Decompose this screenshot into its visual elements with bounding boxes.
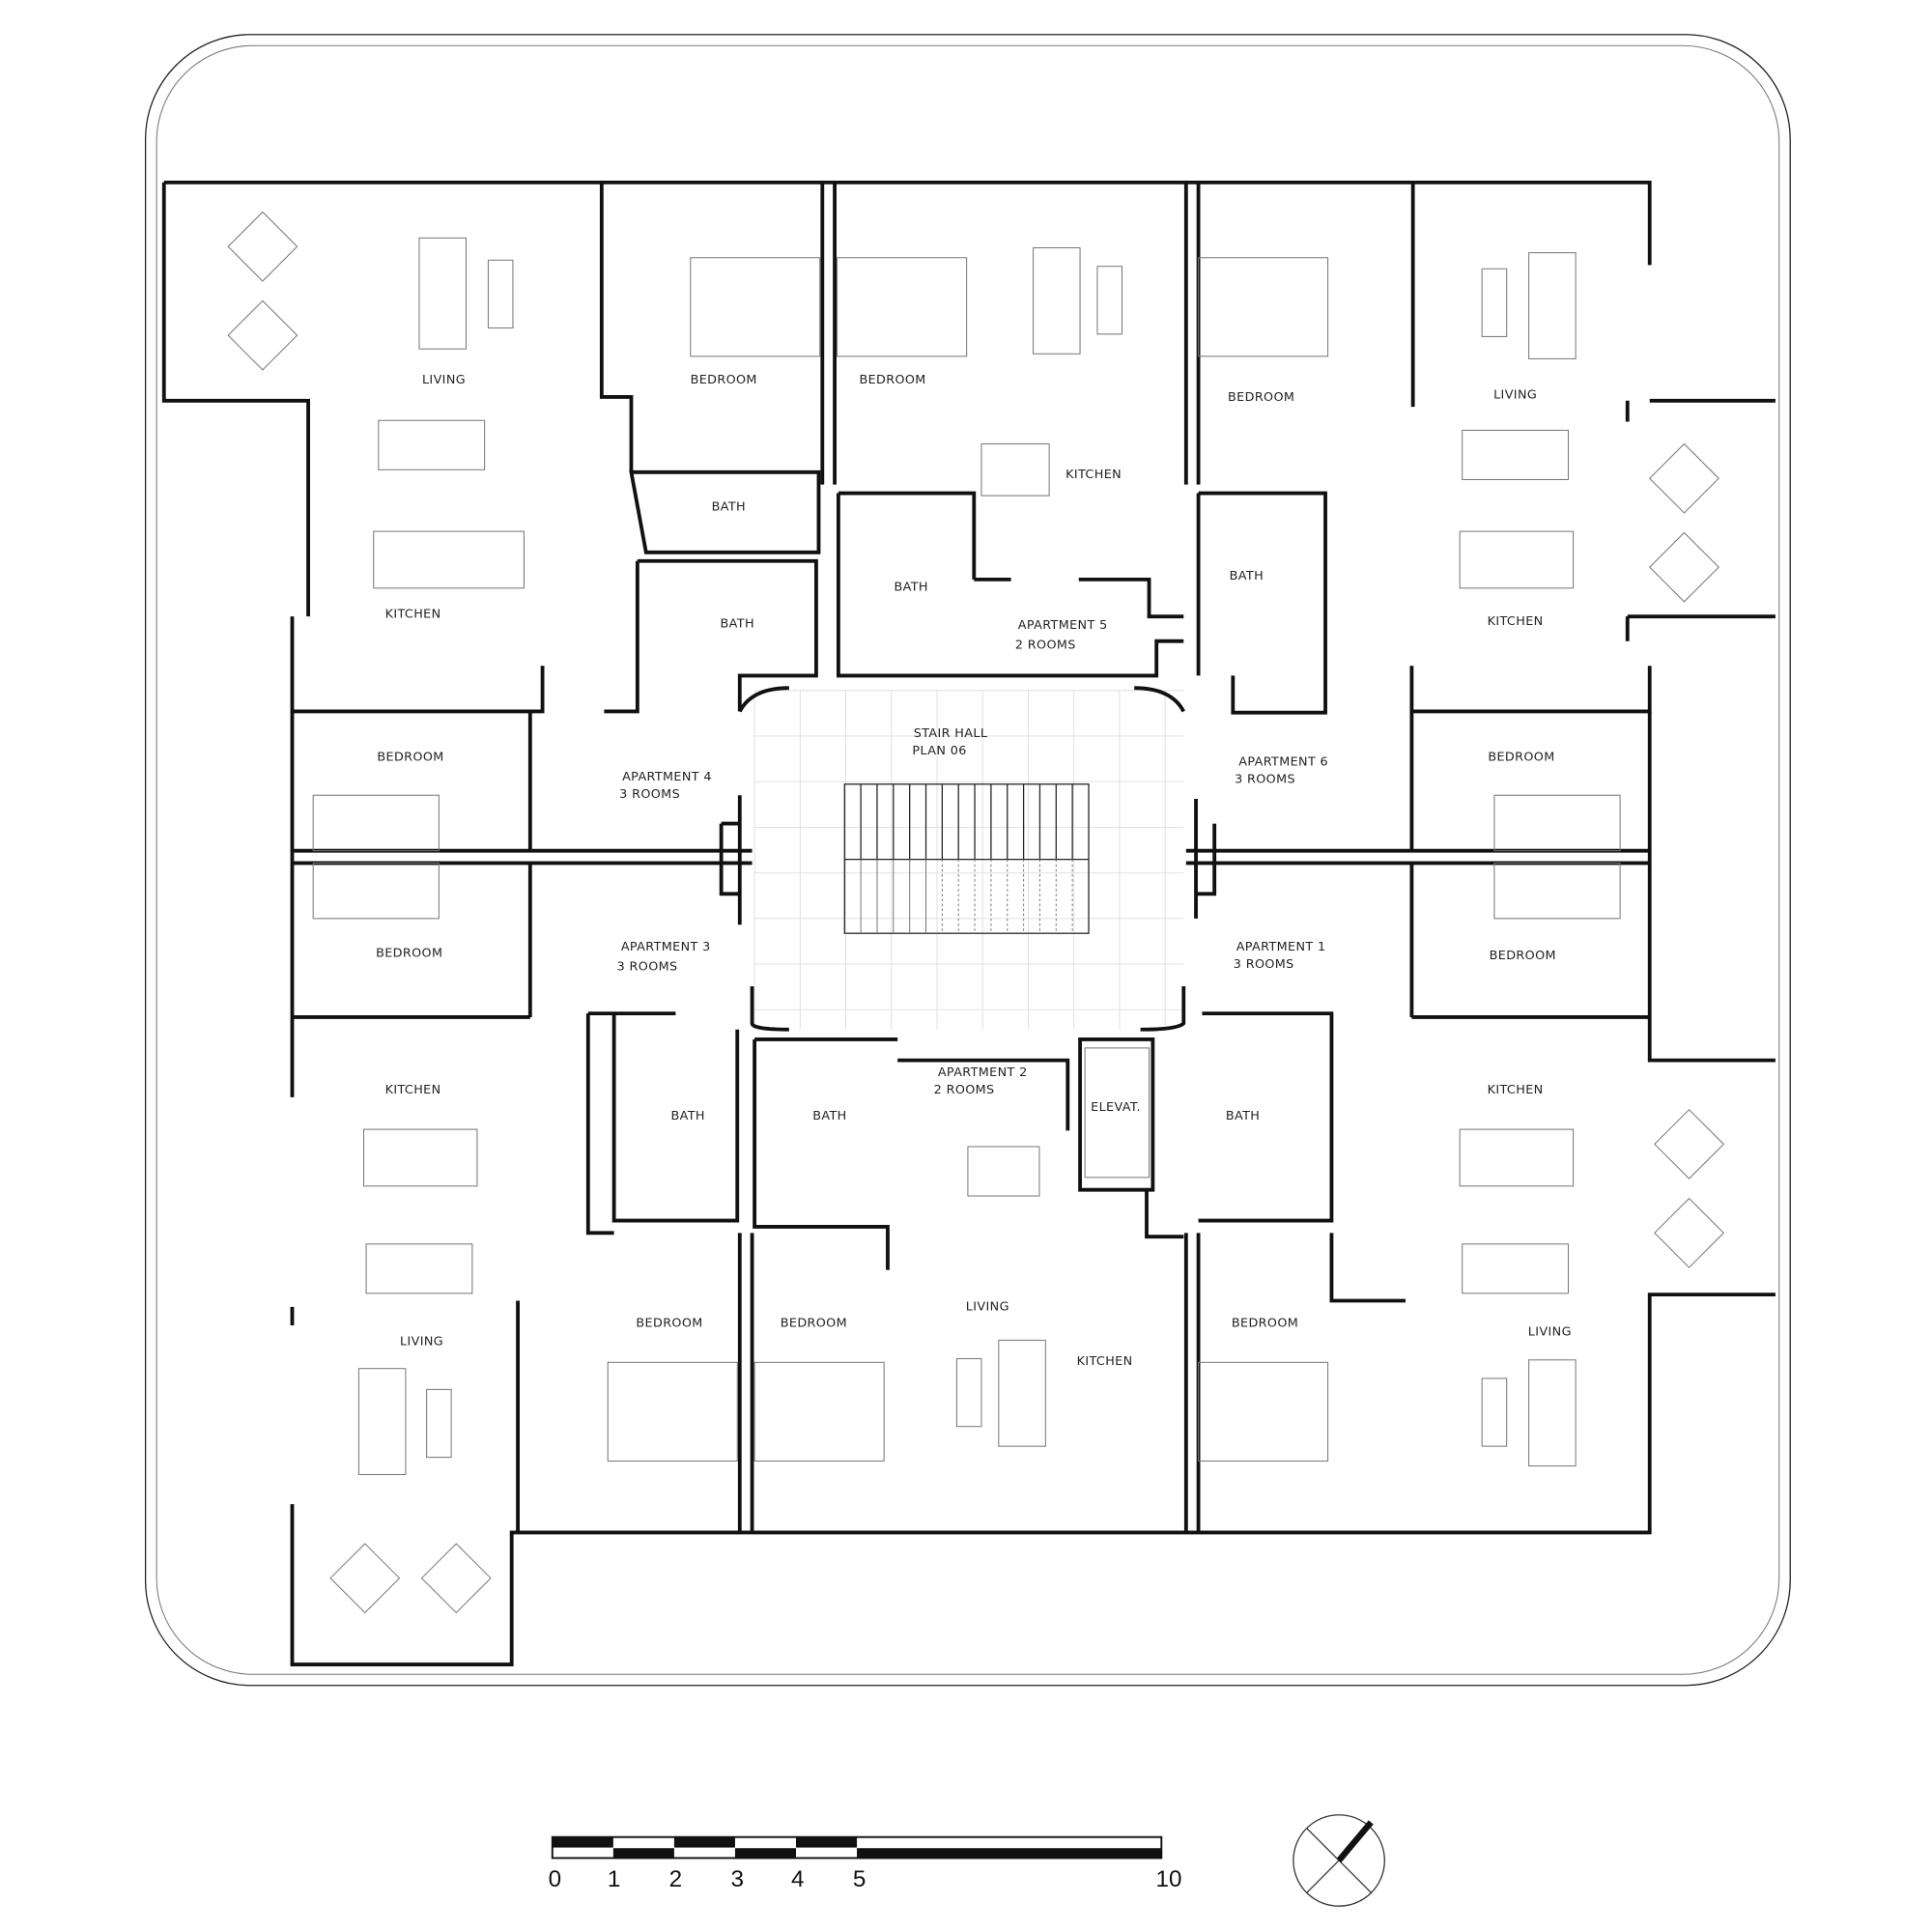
room-label: BATH [1226,1109,1260,1123]
room-label: BATH [895,580,928,594]
room-label: LIVING [422,373,466,387]
room-label: BATH [1230,569,1264,583]
apartment-label: APARTMENT 5 [1018,618,1108,633]
room-label: KITCHEN [385,1083,441,1097]
elevator-shaft [1084,1047,1151,1179]
scale-tick-label: 4 [791,1866,805,1892]
scale-block [734,1848,796,1860]
apartment-rooms: 3 ROOMS [619,787,680,802]
room-label: LIVING [1528,1324,1572,1339]
room-label: BATH [670,1109,704,1123]
balcony-inner [156,44,1780,1675]
stair-hall-label: STAIR HALL [914,726,988,741]
apartment-rooms: 2 ROOMS [934,1083,995,1097]
scale-tick-label: 5 [853,1866,867,1892]
room-label: KITCHEN [1065,468,1122,482]
room-label: BATH [721,617,754,632]
room-label: BEDROOM [377,750,443,764]
room-label: BATH [712,499,746,514]
scale-tick-label: 0 [549,1866,562,1892]
scale-block [673,1836,735,1848]
room-label: BEDROOM [1488,750,1554,764]
scale-tick-label: 1 [608,1866,621,1892]
room-label: LIVING [400,1334,443,1349]
scale-block [795,1836,858,1848]
walls [161,180,1776,1666]
room-label: KITCHEN [1488,1083,1544,1097]
room-label: ELEVAT. [1091,1100,1141,1115]
stair-plan-label: PLAN 06 [912,744,966,758]
staircase [843,783,1090,934]
apartment-label: APARTMENT 6 [1238,755,1328,770]
balcony-outline [144,34,1791,1687]
apartment-rooms: 3 ROOMS [617,959,678,974]
furniture [227,211,1725,1614]
room-label: KITCHEN [1488,614,1544,629]
apartment-label: APARTMENT 1 [1236,940,1326,954]
room-label: KITCHEN [385,607,441,621]
scale-tick-label: 3 [730,1866,744,1892]
room-label: LIVING [1493,387,1537,402]
apartment-label: APARTMENT 4 [622,770,712,784]
room-label: BEDROOM [1232,1316,1298,1330]
room-labels: LIVING BEDROOM BEDROOM BEDROOM LIVING BA… [376,373,1572,1369]
room-label: BEDROOM [636,1316,702,1330]
north-arrow-icon [1293,1814,1385,1907]
scale-block [552,1836,613,1848]
room-label: BEDROOM [859,373,925,387]
apartment-label: APARTMENT 3 [621,940,711,954]
apartment-rooms: 3 ROOMS [1234,957,1294,972]
apartment-rooms: 2 ROOMS [1015,638,1076,652]
scale-tick-label: 2 [669,1866,683,1892]
scale-tick-label: 10 [1155,1866,1181,1892]
scale-block [857,1848,1162,1860]
room-label: BEDROOM [781,1316,847,1330]
room-label: BEDROOM [691,373,757,387]
room-label: BATH [812,1109,846,1123]
room-label: LIVING [966,1300,1009,1315]
room-label: BEDROOM [1228,390,1294,405]
room-label: BEDROOM [1490,949,1556,963]
apartment-rooms: 3 ROOMS [1235,772,1295,786]
apartment-label: APARTMENT 2 [938,1065,1028,1080]
scale-block [612,1848,674,1860]
stair-hall-grid [753,690,1184,1030]
room-label: BEDROOM [376,946,442,960]
room-label: KITCHEN [1077,1354,1133,1369]
scale-bar: 0 1 2 3 4 5 10 [549,1835,1181,1892]
